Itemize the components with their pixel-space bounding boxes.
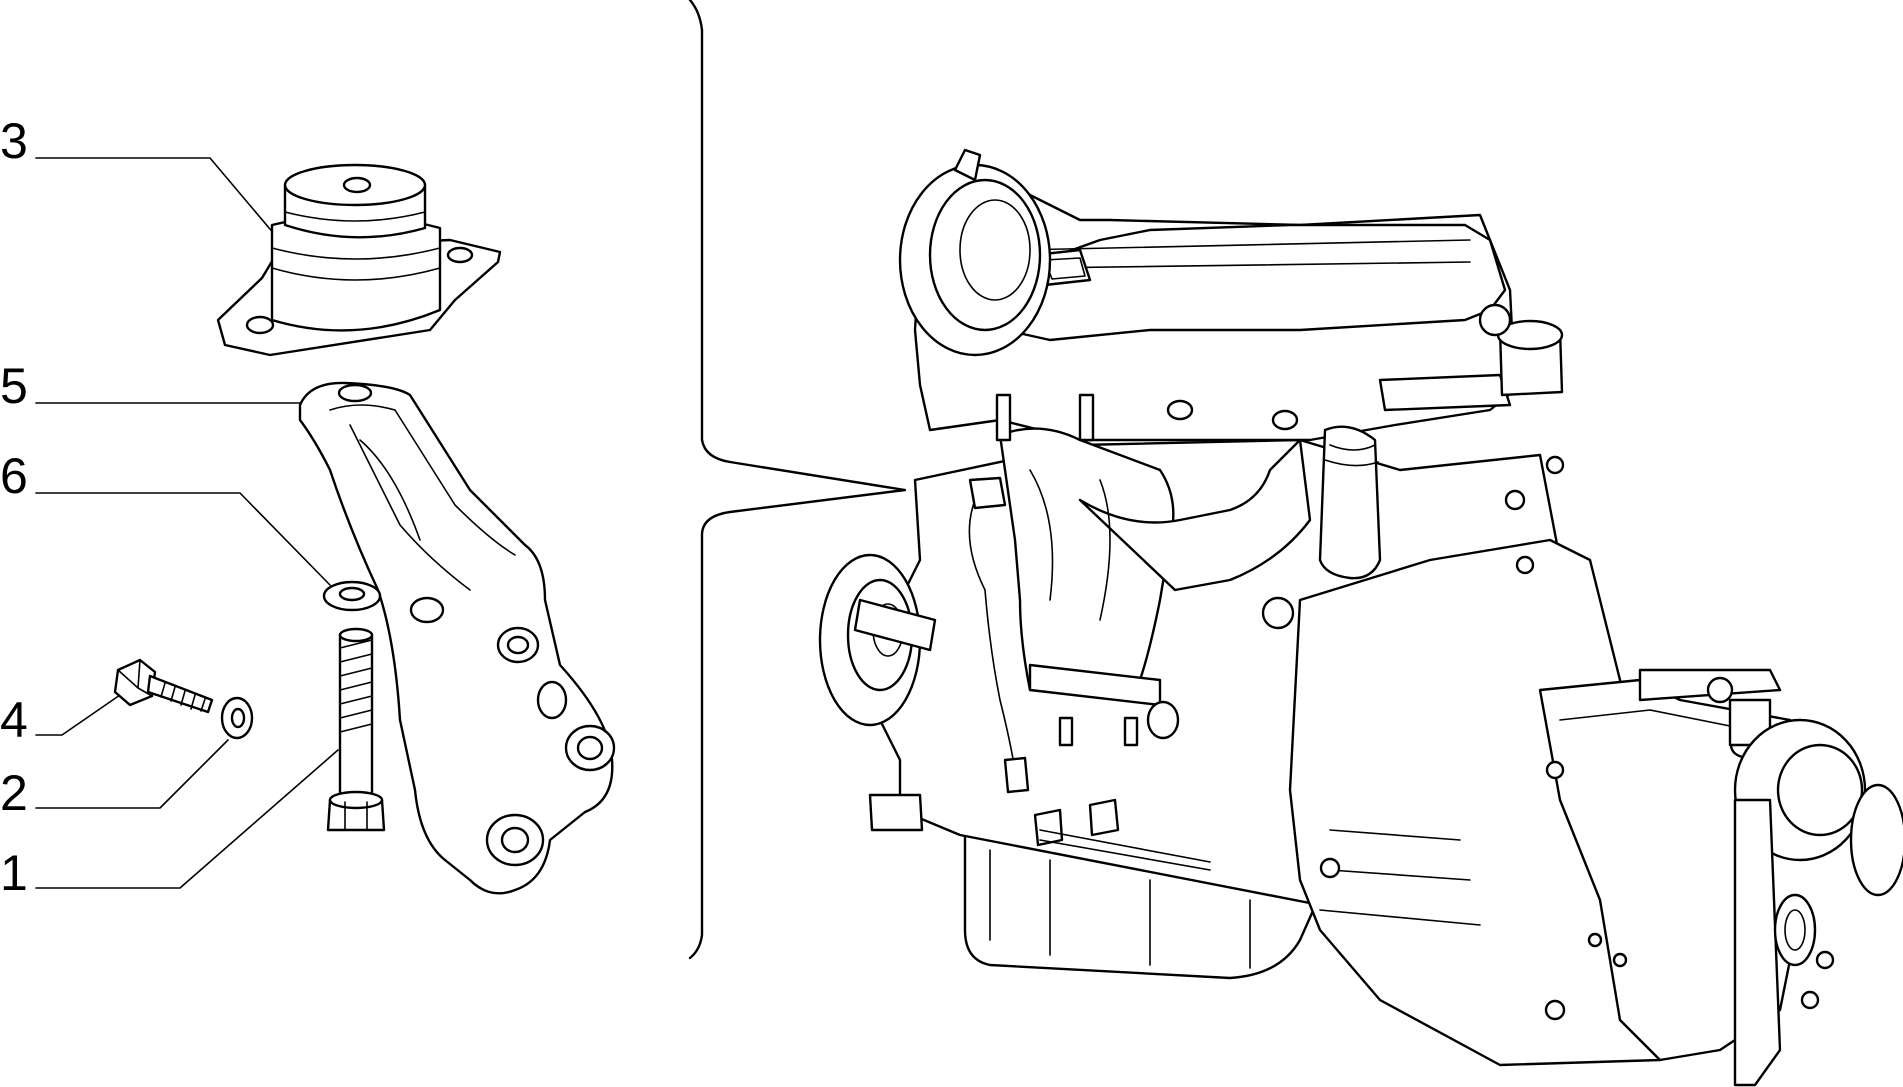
long-bolt — [326, 627, 386, 832]
washer-small — [220, 696, 254, 740]
engine-assembly — [818, 148, 1903, 1087]
mounting-bracket — [298, 381, 616, 895]
leader-line-6 — [35, 492, 331, 586]
callout-3: 3 — [0, 113, 276, 236]
leader-line-4 — [35, 694, 121, 736]
callout-1: 1 — [0, 749, 339, 901]
leader-line-2 — [35, 739, 229, 809]
callout-label-1: 1 — [0, 845, 28, 901]
callout-label-2: 2 — [0, 765, 28, 821]
callout-2: 2 — [0, 739, 229, 821]
leader-line-3 — [35, 157, 276, 236]
washer-large — [322, 580, 382, 612]
engine-mount-rubber — [216, 163, 502, 357]
callout-5: 5 — [0, 358, 306, 414]
assembly-bracket-line — [688, 0, 907, 960]
callout-label-3: 3 — [0, 113, 28, 169]
callout-label-4: 4 — [0, 692, 28, 748]
callout-label-6: 6 — [0, 448, 28, 504]
callout-label-5: 5 — [0, 358, 28, 414]
callout-4: 4 — [0, 692, 121, 748]
leader-line-1 — [35, 749, 339, 889]
callout-6: 6 — [0, 448, 331, 586]
small-bolt — [113, 658, 214, 714]
